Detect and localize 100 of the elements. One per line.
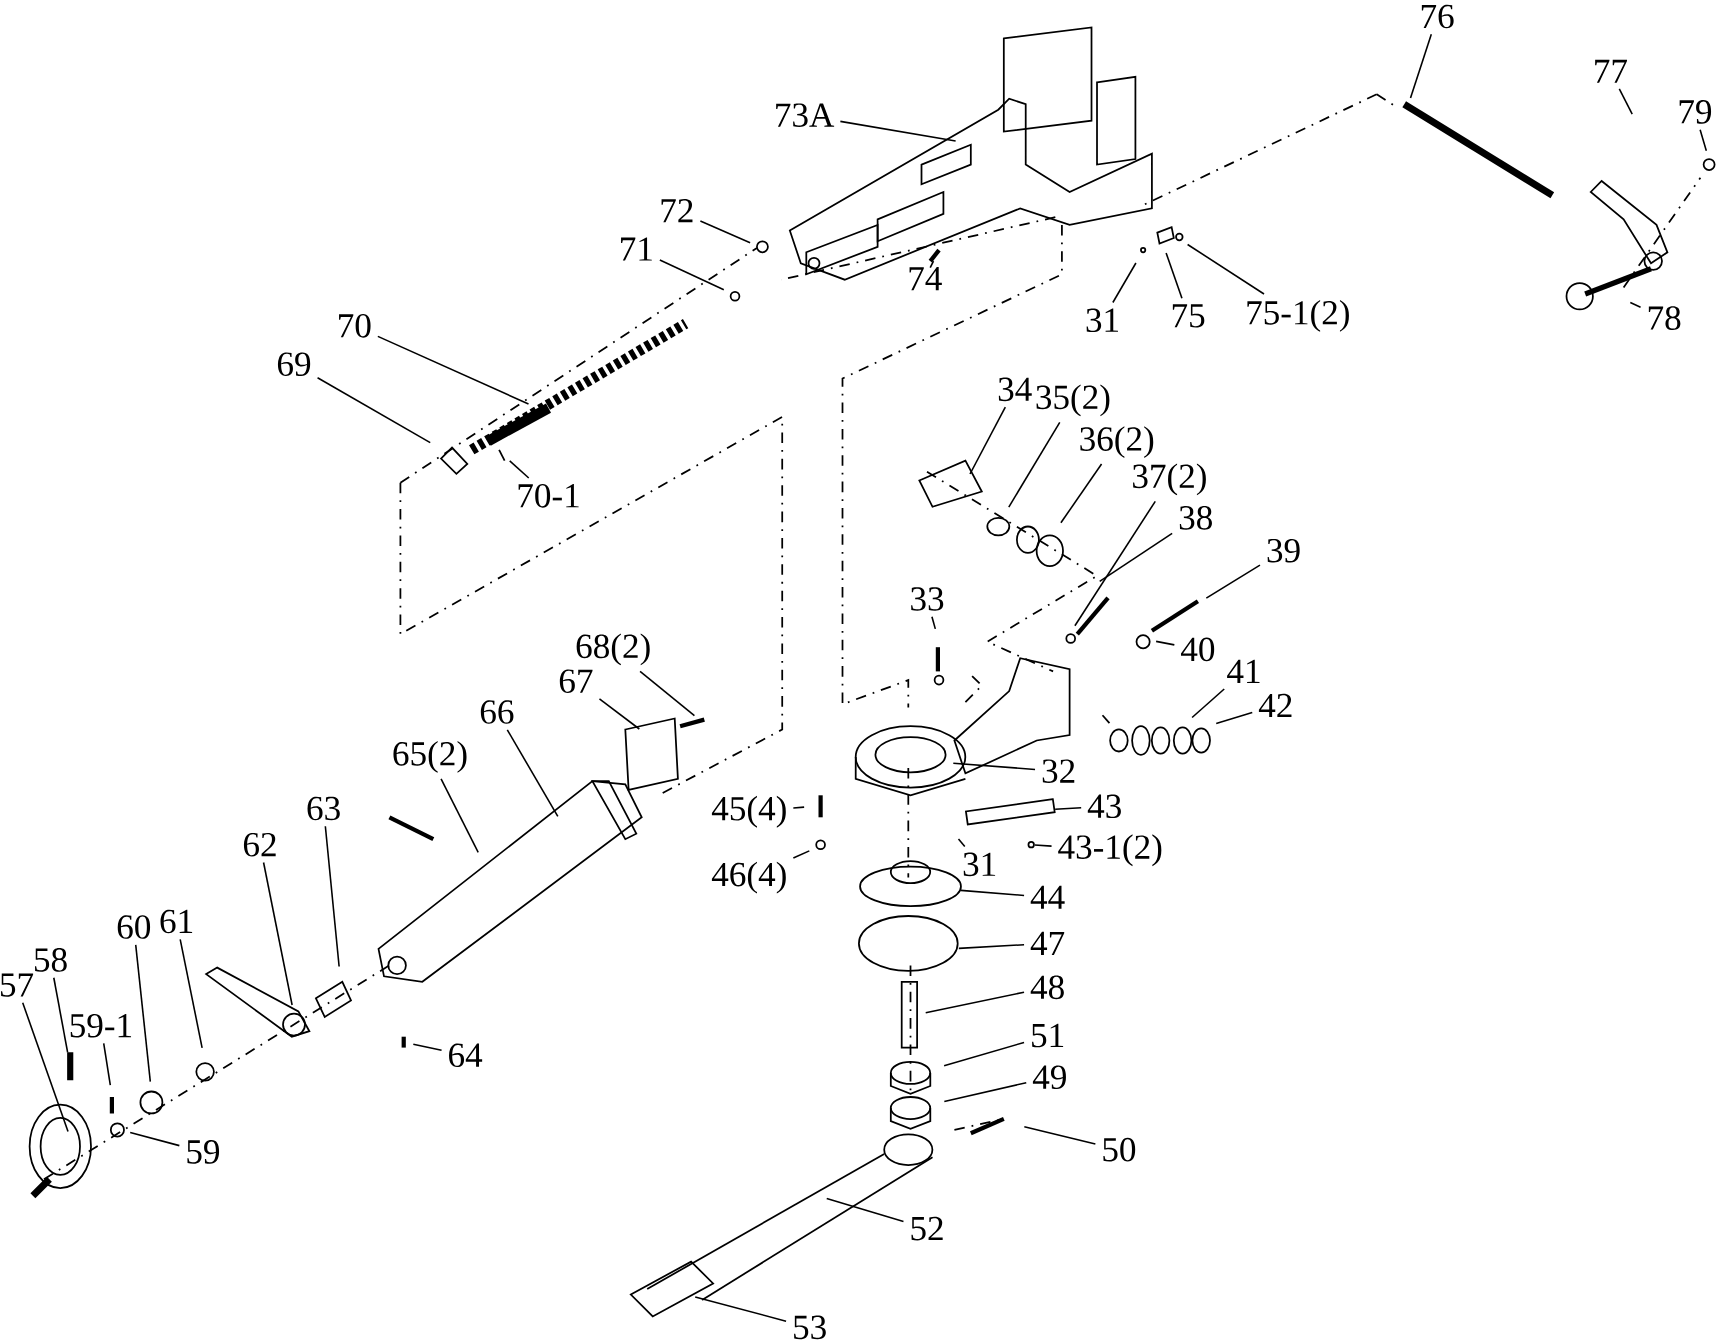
callout-number: 71 (621, 237, 652, 261)
leader-line (129, 1131, 181, 1147)
leader-line (102, 1042, 112, 1086)
callout-number: 47 (1030, 931, 1065, 955)
callout-number: 51 (1032, 1023, 1064, 1048)
callout-number: 64 (449, 1043, 483, 1068)
leader-line (1165, 252, 1183, 300)
leader-line (969, 406, 1007, 475)
leader-line (53, 976, 69, 1054)
callout-number: 70-1 (518, 483, 579, 508)
callout-number: 35(2) (1036, 384, 1110, 417)
leader-line (1023, 1125, 1097, 1145)
callout-number: 48 (1030, 975, 1064, 1000)
leader-line (262, 861, 293, 1006)
callout-number: 38 (1179, 505, 1212, 530)
leader-line (1191, 688, 1225, 719)
leader-line (508, 460, 530, 479)
leader-line (792, 850, 811, 859)
leader-line (960, 889, 1025, 897)
callout-number: 74 (909, 267, 942, 291)
callout-number: 36(2) (1080, 426, 1154, 459)
callout-number: 75-1(2) (1247, 299, 1349, 332)
callout-number: 79 (1679, 100, 1712, 124)
leader-line (1008, 421, 1061, 508)
callout-number: 42 (1258, 693, 1292, 718)
callout-number: 62 (243, 832, 276, 857)
callout-number: 70 (339, 313, 371, 338)
leader-line (659, 259, 725, 291)
leader-line (943, 1041, 1025, 1067)
leader-line (21, 1001, 69, 1133)
leader-line (1112, 262, 1137, 304)
callout-number: 67 (559, 669, 593, 693)
leader-line (924, 991, 1025, 1014)
callout-number: 43-1(2) (1058, 834, 1162, 867)
callout-number: 68(2) (576, 633, 650, 666)
leader-line (1155, 640, 1176, 646)
callout-number: 61 (160, 909, 193, 934)
callout-number: 49 (1032, 1065, 1066, 1090)
callout-number: 50 (1103, 1137, 1136, 1162)
callout-number: 43 (1087, 794, 1121, 819)
callout-number: 31 (1086, 308, 1118, 333)
leader-line (1629, 301, 1642, 309)
leader-line (506, 729, 559, 818)
callout-number: 60 (117, 915, 151, 939)
callout-number: 65(2) (393, 740, 467, 773)
leader-line (929, 260, 935, 269)
callout-number: 57 (1, 973, 34, 997)
callout-number: 31 (963, 852, 996, 877)
leader-line (957, 838, 966, 848)
callout-number: 45(4) (711, 795, 786, 828)
leader-line (440, 778, 479, 854)
leader-line (825, 1197, 905, 1223)
leader-line (179, 938, 203, 1049)
leader-line (324, 825, 340, 968)
callout-number: 59 (187, 1140, 220, 1164)
callout-number: 32 (1042, 759, 1075, 783)
callout-number: 40 (1181, 637, 1215, 662)
leader-line (1034, 844, 1053, 847)
leader-line (839, 120, 957, 142)
leader-line (694, 1296, 787, 1322)
leader-line (598, 698, 641, 730)
callout-number: 34 (998, 377, 1032, 402)
callout-number: 33 (911, 587, 944, 611)
part-bar (67, 1052, 74, 1081)
callout-number: 52 (911, 1216, 943, 1241)
part-disc (859, 865, 962, 908)
leader-line (134, 944, 152, 1083)
callout-number: 46(4) (711, 861, 786, 894)
leader-line (943, 1081, 1028, 1103)
callout-number: 44 (1030, 885, 1065, 909)
callout-number: 59-1 (70, 1013, 132, 1038)
leader-line (792, 806, 805, 809)
callout-number: 75 (1172, 304, 1205, 328)
leader-line (1409, 33, 1433, 99)
leader-line (1186, 243, 1265, 295)
leader-line (1215, 711, 1254, 725)
callout-number: 73A (776, 103, 835, 127)
callout-number: 37(2) (1133, 463, 1206, 496)
leader-line (316, 376, 431, 444)
callout-number: 69 (277, 352, 311, 376)
leader-line (1060, 463, 1103, 524)
callout-number: 76 (1421, 4, 1454, 29)
leader-line (1618, 88, 1633, 115)
callout-number: 78 (1648, 306, 1681, 330)
leader-line (639, 670, 696, 717)
part-bar (964, 798, 1056, 826)
callout-number: 77 (1595, 59, 1627, 83)
callout-number: 63 (307, 796, 340, 821)
callout-number: 39 (1267, 538, 1300, 563)
callout-number: 58 (35, 948, 67, 972)
leader-line (958, 943, 1025, 950)
leader-line (412, 1043, 443, 1052)
leader-line (1054, 806, 1082, 810)
callout-number: 53 (794, 1315, 826, 1340)
leader-line (1074, 500, 1157, 627)
leader-line (1699, 128, 1708, 152)
leader-line (931, 616, 937, 630)
leader-line (952, 762, 1036, 771)
callout-number: 66 (480, 700, 514, 724)
callout-number: 41 (1227, 659, 1260, 683)
